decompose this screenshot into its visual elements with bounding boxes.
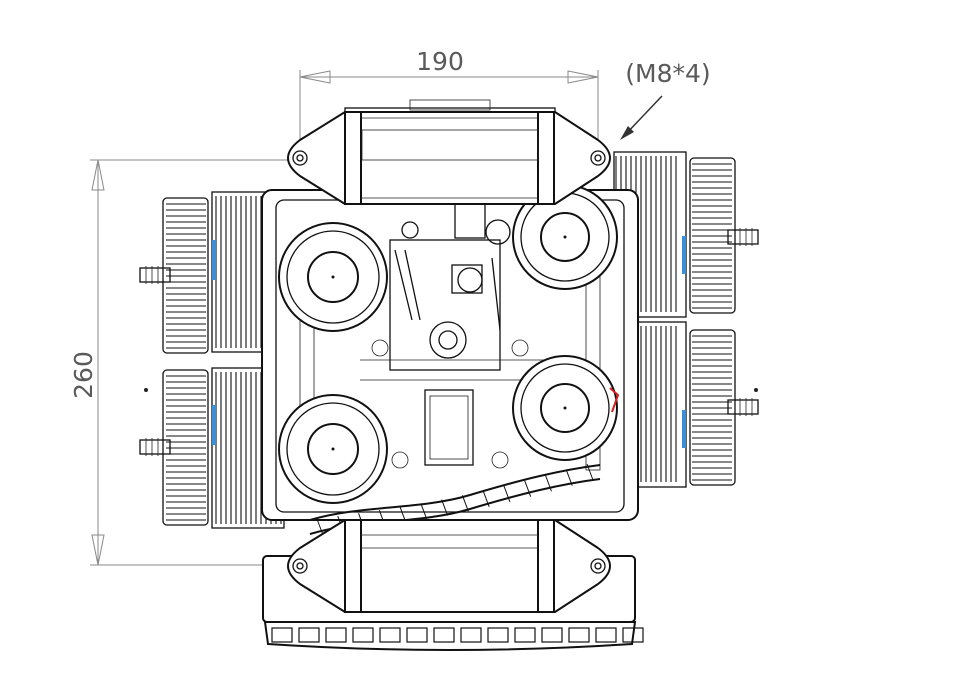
cylinder-head-bottom-left: [278, 394, 388, 504]
mounting-bracket-top: [287, 111, 611, 205]
bolt-hole-bottom-right: [590, 558, 606, 574]
mounting-bracket-bottom: [262, 519, 636, 623]
cylinder-head-bottom-right: [512, 355, 620, 461]
skid-base: [263, 621, 644, 651]
left-cooling-fins-upper: [139, 191, 285, 354]
bolt-hole-top-left: [292, 150, 308, 166]
cylinder-head-top-left: [278, 222, 388, 332]
height-dimension: 260: [69, 159, 290, 566]
width-dimension-label: 190: [416, 47, 464, 76]
bolt-hole-bottom-left: [292, 558, 308, 574]
width-dimension: 190: [299, 47, 599, 140]
bolt-callout-label: (M8*4): [625, 59, 710, 88]
height-dimension-label: 260: [69, 351, 98, 399]
bolt-callout: (M8*4): [620, 59, 711, 140]
bolt-hole-top-right: [590, 150, 606, 166]
